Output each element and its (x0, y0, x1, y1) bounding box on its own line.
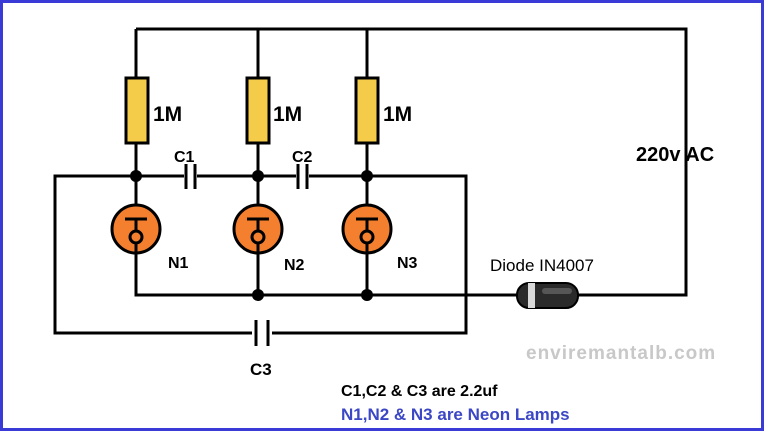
capacitor-c3-label: C3 (250, 360, 272, 379)
bottom-rail-wire (134, 253, 517, 297)
resistor-r3: 1M (354, 76, 412, 145)
supply-label: 220v AC (636, 144, 714, 166)
resistor-r2-value: 1M (273, 103, 302, 126)
neon-lamp-n2: N2 (232, 203, 305, 274)
lamp-n1-label: N1 (168, 255, 189, 272)
resistor-r3-value: 1M (383, 103, 412, 126)
resistor-r2: 1M (245, 76, 302, 145)
resistor-body (245, 76, 271, 145)
capacitor-note: C1,C2 & C3 are 2.2uf (341, 383, 498, 400)
diode-body (516, 282, 579, 309)
neon-lamp-n1: N1 (110, 203, 189, 272)
lamp-n3-label: N3 (397, 255, 418, 272)
capacitor-c3: C3 (250, 320, 272, 379)
capacitor-c2: C2 (292, 149, 313, 189)
neon-lamp-n3: N3 (341, 203, 418, 272)
resistor-r1-value: 1M (153, 103, 182, 126)
diode-cathode-band (528, 283, 535, 308)
resistor-body (124, 76, 150, 145)
diode-label: Diode IN4007 (490, 256, 594, 275)
schematic-canvas: 1M 1M 1M C1 C2 C3 N1 N2 (3, 3, 761, 428)
top-rail-wire (136, 27, 688, 297)
watermark-text: enviremantalb.com (526, 343, 716, 364)
resistor-r1: 1M (124, 76, 182, 145)
diode-in4007: Diode IN4007 (490, 256, 594, 309)
resistor-body (354, 76, 380, 145)
outer-loop-wire (53, 174, 468, 335)
capacitor-c2-label: C2 (292, 149, 313, 166)
lamp-note: N1,N2 & N3 are Neon Lamps (341, 405, 570, 424)
junction-dots (130, 170, 373, 301)
lamp-n2-label: N2 (284, 257, 305, 274)
capacitor-c1: C1 (174, 149, 197, 189)
capacitor-c1-label: C1 (174, 149, 195, 166)
